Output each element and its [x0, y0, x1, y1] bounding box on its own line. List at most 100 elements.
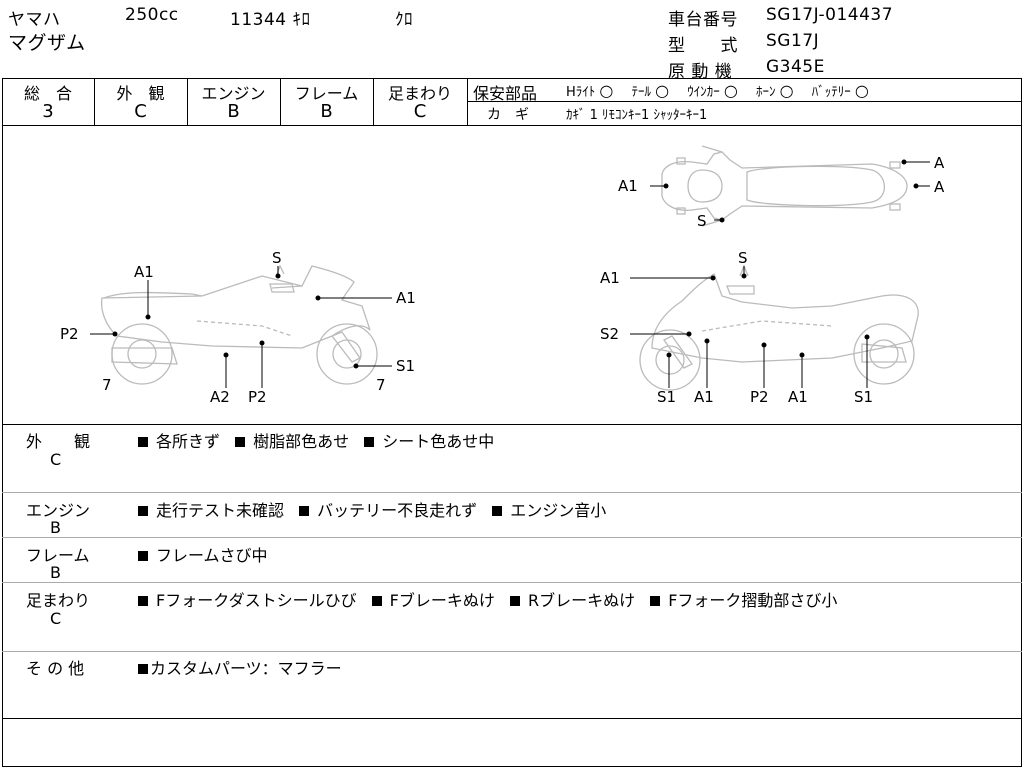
grade-engine-label: エンジン — [201, 84, 266, 103]
key-text: ｶｷﾞ 1 ﾘﾓｺﾝｷｰ1 ｼｬｯﾀｰｷｰ1 — [566, 108, 708, 123]
section-line-2 — [2, 537, 1022, 538]
circle-icon: ○ — [854, 81, 869, 100]
safety-item-tail: ﾃｰﾙ ○ — [631, 81, 670, 100]
mileage: 11344 ｷﾛ — [230, 10, 311, 30]
grade-sep-2 — [187, 78, 188, 125]
grade-engine-value: B — [227, 101, 240, 122]
label-left-p2: P2 — [60, 325, 79, 343]
square-bullet-icon — [650, 596, 661, 606]
circle-icon: ○ — [723, 81, 738, 100]
frame-no-label: 車台番号 — [668, 10, 738, 30]
square-bullet-icon — [509, 596, 520, 606]
grade-sep-1 — [94, 78, 95, 125]
model-name: マグザム — [8, 32, 86, 54]
label-left-7-front: 7 — [102, 376, 112, 394]
engine-value: G345E — [766, 57, 825, 77]
frame-left — [2, 78, 3, 766]
section-line-1 — [2, 492, 1022, 493]
square-bullet-icon — [138, 596, 148, 606]
circle-icon: ○ — [655, 81, 670, 100]
square-bullet-icon — [364, 437, 375, 447]
grade-frame-value: B — [320, 101, 333, 122]
section-frame-label: フレーム — [26, 546, 90, 565]
safety-item-headlight: Hﾗｲﾄ ○ — [566, 81, 614, 100]
label-right-a1-b2: A1 — [788, 388, 808, 406]
color: ｸﾛ — [395, 10, 413, 30]
safety-items: Hﾗｲﾄ ○ ﾃｰﾙ ○ ｳｲﾝｶｰ ○ ﾎｰﾝ ○ ﾊﾞｯﾃﾘｰ ○ — [566, 81, 869, 100]
square-bullet-icon — [138, 664, 148, 674]
right-view-scooter — [639, 264, 919, 391]
square-bullet-icon — [492, 506, 503, 516]
grade-table-top — [2, 78, 1022, 79]
section-engine-items: 走行テスト未確認 バッテリー不良走れず エンジン音小 — [138, 497, 606, 521]
section-other-items: カスタムパーツ：マフラー — [138, 655, 342, 679]
grade-suspension-value: C — [413, 101, 427, 122]
section-engine-grade: B — [50, 518, 61, 537]
type-value: SG17J — [766, 31, 820, 51]
section-line-3 — [2, 582, 1022, 583]
safety-item-battery: ﾊﾞｯﾃﾘｰ ○ — [811, 81, 869, 100]
label-top-a1: A1 — [618, 177, 638, 195]
label-right-p2: P2 — [750, 388, 769, 406]
grade-exterior-label: 外 観 — [116, 84, 165, 103]
frame-right — [1021, 78, 1022, 766]
diagram-bottom-line — [2, 424, 1022, 425]
label-left-a2: A2 — [210, 388, 230, 406]
maker-name: ヤマハ — [8, 10, 61, 30]
section-line-5 — [2, 718, 1022, 719]
grade-sep-3 — [280, 78, 281, 125]
grade-overall-label: 総 合 — [23, 84, 72, 103]
label-left-a1-right: A1 — [396, 289, 416, 307]
safety-label: 保安部品 — [473, 84, 538, 103]
label-right-a1-top: A1 — [600, 269, 620, 287]
label-left-a1-top: A1 — [134, 263, 154, 281]
type-label: 型 式 — [668, 36, 738, 56]
section-suspension-label: 足まわり — [26, 591, 91, 610]
label-top-s: S — [697, 212, 707, 230]
left-view-scooter — [100, 264, 378, 385]
grade-frame-label: フレーム — [294, 84, 359, 103]
safety-item-winker: ｳｲﾝｶｰ ○ — [687, 81, 738, 100]
circle-icon: ○ — [779, 81, 794, 100]
label-top-a-lower: A — [934, 178, 945, 196]
section-suspension-items: Fフォークダストシールひび Fブレーキぬけ Rブレーキぬけ Fフォーク摺動部さび… — [138, 587, 837, 611]
section-exterior-label: 外 観 — [26, 432, 91, 451]
grade-table-mid — [467, 101, 1022, 102]
grade-exterior-value: C — [134, 101, 147, 122]
square-bullet-icon — [371, 596, 382, 606]
label-right-a1-b1: A1 — [694, 388, 714, 406]
section-exterior-grade: C — [50, 450, 62, 469]
section-line-4 — [2, 651, 1022, 652]
grade-table-bottom — [2, 125, 1022, 126]
section-exterior-items: 各所きず 樹脂部色あせ シート色あせ中 — [138, 428, 494, 452]
grade-suspension-label: 足まわり — [387, 84, 452, 103]
section-other-label: そ の 他 — [26, 659, 85, 678]
section-suspension-grade: C — [50, 609, 62, 628]
square-bullet-icon — [299, 506, 310, 516]
square-bullet-icon — [138, 506, 148, 516]
section-engine-label: エンジン — [26, 501, 91, 520]
safety-item-horn: ﾎｰﾝ ○ — [756, 81, 794, 100]
frame-bottom — [2, 766, 1022, 767]
grade-overall-value: 3 — [42, 101, 54, 122]
damage-diagram: A1 A A S A1 S A1 P2 S1 7 7 A2 P2 A1 S S2… — [60, 145, 945, 406]
key-label: カ ギ — [487, 107, 529, 123]
label-left-p2-bottom: P2 — [248, 388, 267, 406]
square-bullet-icon — [235, 437, 246, 447]
label-right-s1-right: S1 — [854, 388, 873, 406]
label-right-s2: S2 — [600, 325, 619, 343]
displacement: 250cc — [125, 5, 179, 25]
section-frame-items: フレームさび中 — [138, 542, 268, 566]
label-left-s: S — [272, 249, 282, 267]
label-left-s1: S1 — [396, 357, 415, 375]
grade-sep-5 — [467, 78, 468, 125]
top-view-scooter — [661, 145, 908, 227]
square-bullet-icon — [138, 437, 148, 447]
label-top-a-upper: A — [934, 154, 945, 172]
grade-sep-4 — [373, 78, 374, 125]
label-right-s: S — [738, 249, 748, 267]
circle-icon: ○ — [599, 81, 614, 100]
frame-no: SG17J-014437 — [766, 5, 894, 25]
engine-label: 原 動 機 — [668, 62, 733, 82]
label-left-7-rear: 7 — [376, 376, 386, 394]
